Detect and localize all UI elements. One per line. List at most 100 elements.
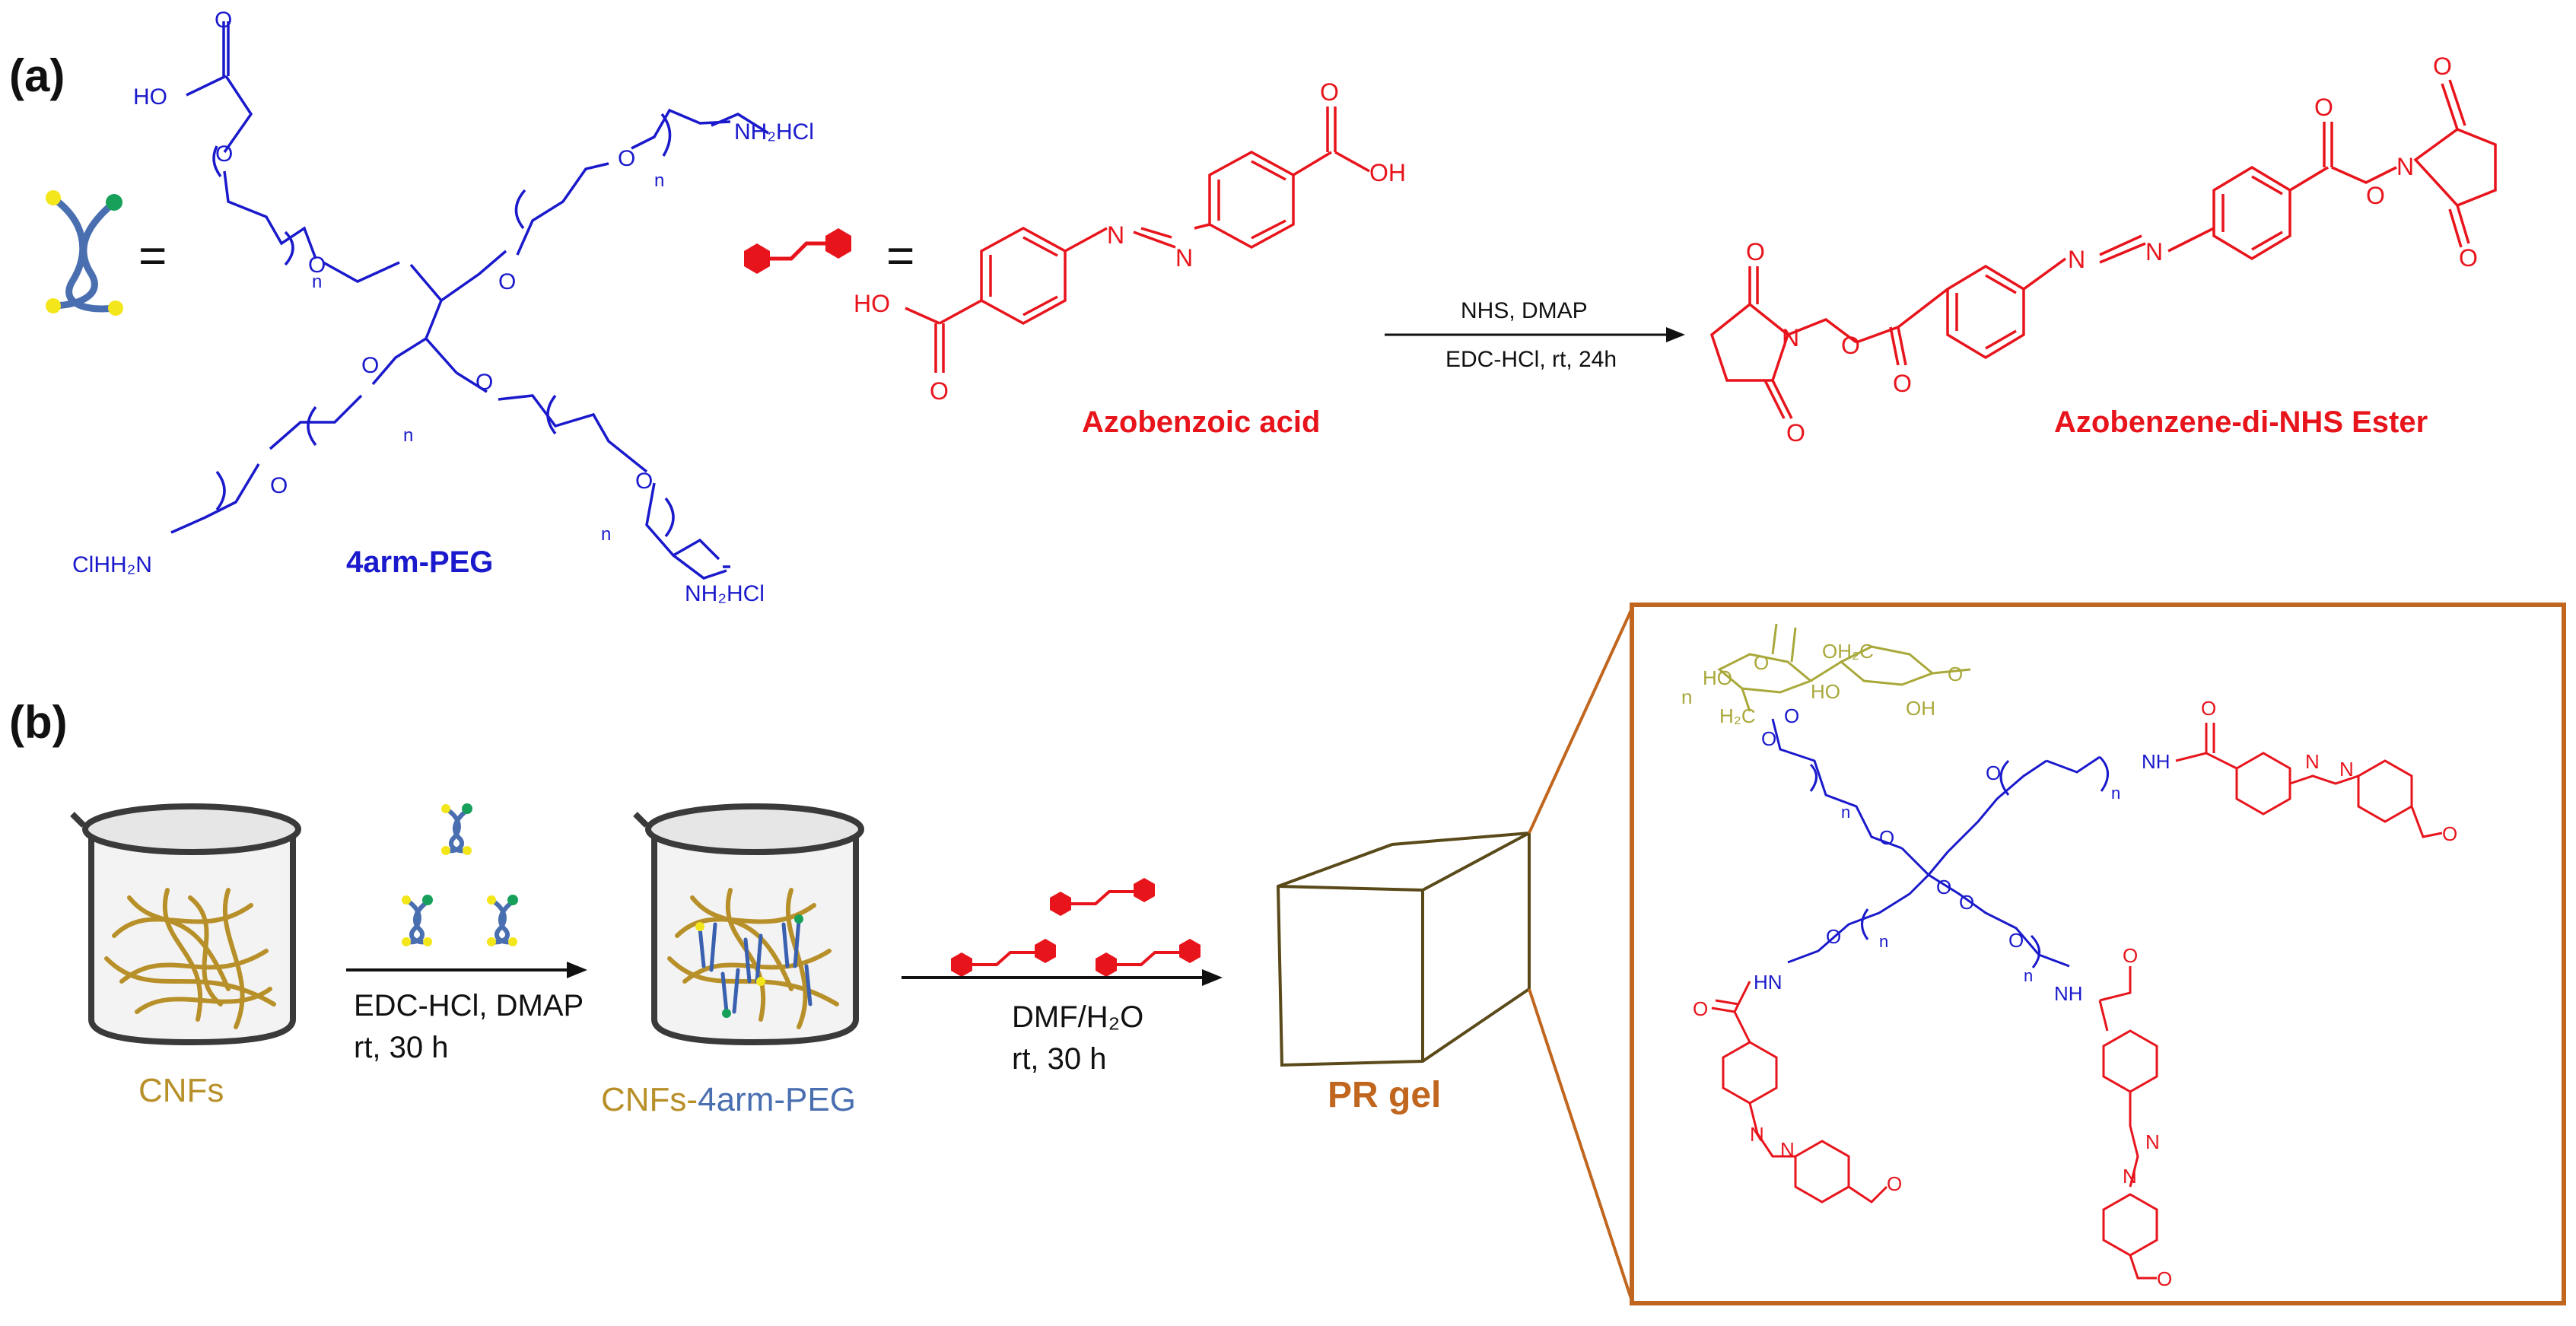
peg-ether-o: O xyxy=(361,353,379,378)
peg-amine-bottom-left: ClHH₂N xyxy=(72,552,152,577)
azobenzoic-carbonyl-o: O xyxy=(1320,78,1339,106)
gel-repeat-n: n xyxy=(1841,803,1850,822)
azobenzoic-oh-bottom: HO xyxy=(854,290,890,317)
equals-sign-peg: = xyxy=(138,228,167,283)
reaction-reagents-top: NHS, DMAP xyxy=(1461,298,1588,323)
peg-ether-o: O xyxy=(215,142,233,167)
endpoint-yellow-dot xyxy=(108,300,123,316)
peg-amine-top: NH₂HCl xyxy=(734,119,814,145)
peg-atom-labels: O HO O O O O O O O O NH₂HCl NH₂HCl ClHH₂… xyxy=(72,8,814,606)
beaker2-label-peg: 4arm-PEG xyxy=(698,1081,856,1118)
gel-azo-n: N xyxy=(2123,1165,2137,1188)
nhs-imide-n: N xyxy=(1782,324,1799,351)
gel-amide-nh-top: NH xyxy=(2142,750,2171,773)
peg-ether-o: O xyxy=(475,370,493,395)
cellulose-ho: HO xyxy=(1811,680,1840,703)
gel-azo-n: N xyxy=(2305,750,2320,773)
step2-conditions-bottom: rt, 30 h xyxy=(1012,1042,1107,1076)
nhs-ester-o: O xyxy=(2366,182,2385,209)
gel-azo-n: N xyxy=(2145,1130,2160,1153)
step1-conditions-top: EDC-HCl, DMAP xyxy=(354,989,584,1022)
peg-amine-bottom-right: NH₂HCl xyxy=(685,581,765,606)
azobenzoic-acid-structure xyxy=(905,107,1370,373)
reaction-arrow-b2 xyxy=(902,969,1223,986)
gel-azo-n: N xyxy=(1780,1138,1795,1161)
step2-conditions-top: DMF/H₂O xyxy=(1012,1000,1143,1034)
azo-glyph-legend xyxy=(744,228,851,274)
cellulose-o: O xyxy=(1754,651,1769,674)
nhs-ester-o: O xyxy=(1841,332,1860,359)
gel-repeat-n: n xyxy=(2024,966,2033,985)
nhs-carbonyl-o: O xyxy=(1893,370,1912,397)
nhs-carbonyl-o: O xyxy=(2314,94,2333,121)
beaker-cnfs-peg xyxy=(633,803,864,1046)
gel-ether-o: O xyxy=(1761,727,1776,750)
zoom-line-bottom xyxy=(1528,988,1633,1302)
cellulose-n: n xyxy=(1681,685,1692,708)
nhs-azo-n: N xyxy=(2145,238,2163,266)
gel-azo-arms xyxy=(1711,723,2443,1280)
azo-n: N xyxy=(1175,244,1193,272)
gel-azo-labels: O N N O O N N O O N N O xyxy=(1693,697,2457,1290)
nhs-carbonyl-o: O xyxy=(1746,238,1765,266)
nhs-carbonyl-o: O xyxy=(2459,244,2478,272)
azobenzoic-atom-labels: N N O OH HO O xyxy=(854,78,1406,405)
gel-azo-n: N xyxy=(2339,758,2354,781)
endpoint-yellow-dot xyxy=(46,298,61,313)
equals-sign-azo: = xyxy=(886,228,914,283)
pr-gel-cube xyxy=(1276,831,1531,1067)
nhs-carbonyl-o: O xyxy=(2433,52,2452,80)
peg-carbonyl-o: O xyxy=(215,8,232,33)
gel-ether-o: O xyxy=(1826,925,1841,948)
gel-amide-hn-left: HN xyxy=(1754,971,1783,994)
gel-ether-o: O xyxy=(2008,929,2024,952)
gel-repeat-n: n xyxy=(2111,784,2120,803)
endpoint-yellow-dot xyxy=(46,190,61,205)
cellulose-ch2: OH₂C xyxy=(1822,640,1874,663)
peg-caption: 4arm-PEG xyxy=(346,545,493,579)
cellulose-o: O xyxy=(1948,663,1963,685)
peg-repeat-n: n xyxy=(403,425,413,446)
gel-structure-box xyxy=(1630,603,2566,1305)
floating-azo-glyphs xyxy=(951,878,1201,977)
peg-repeat-n: n xyxy=(312,272,322,292)
nhs-atom-labels: O O N O O N N O O N O O xyxy=(1746,52,2478,447)
cellulose-h2c: H₂C xyxy=(1719,704,1756,727)
gel-amide-o: O xyxy=(2123,944,2138,967)
peg-ether-o: O xyxy=(270,473,288,498)
beaker2-label: CNFs-4arm-PEG xyxy=(601,1081,856,1118)
panel-label-a: (a) xyxy=(9,50,65,101)
reaction-reagents-bottom: EDC-HCl, rt, 24h xyxy=(1445,347,1617,372)
nhs-ester-caption: Azobenzene-di-NHS Ester xyxy=(2054,405,2428,439)
cellulose-oh: OH xyxy=(1906,697,1935,720)
cellulose-ho: HO xyxy=(1703,666,1732,689)
step1-conditions-bottom: rt, 30 h xyxy=(354,1031,449,1064)
gel-ether-o: O xyxy=(1936,876,1951,898)
nhs-imide-n: N xyxy=(2396,153,2414,180)
peg-ether-o: O xyxy=(308,253,326,278)
gel-ether-o: O xyxy=(1784,704,1799,727)
peg-repeat-n: n xyxy=(654,170,664,191)
azobenzoic-caption: Azobenzoic acid xyxy=(1082,405,1320,439)
cellulose-labels: HO n OH₂C HO H₂C OH O O xyxy=(1681,640,1963,727)
cnf-fibers xyxy=(104,888,276,1029)
zoom-line-top xyxy=(1528,608,1633,834)
gel-azo-n: N xyxy=(1750,1123,1764,1146)
beaker2-label-cnf: CNFs- xyxy=(601,1081,698,1118)
reaction-arrow-a xyxy=(1385,327,1685,342)
gel-terminal-o: O xyxy=(2157,1267,2172,1290)
azo-n: N xyxy=(1107,221,1124,249)
gel-peg-core xyxy=(1771,718,2109,968)
peg-ether-o: O xyxy=(635,469,653,494)
gel-ether-o: O xyxy=(1986,762,2001,784)
gel-repeat-n: n xyxy=(1879,932,1888,951)
gel-amide-o: O xyxy=(2201,697,2216,720)
gel-amide-nh-right: NH xyxy=(2054,982,2083,1005)
peg-ether-o: O xyxy=(498,269,516,294)
reaction-arrow-b1 xyxy=(346,962,587,978)
nhs-azo-n: N xyxy=(2068,246,2085,273)
nhs-carbonyl-o: O xyxy=(1786,419,1805,447)
peg-oh-group: HO xyxy=(133,84,167,110)
panel-label-b: (b) xyxy=(9,697,68,748)
